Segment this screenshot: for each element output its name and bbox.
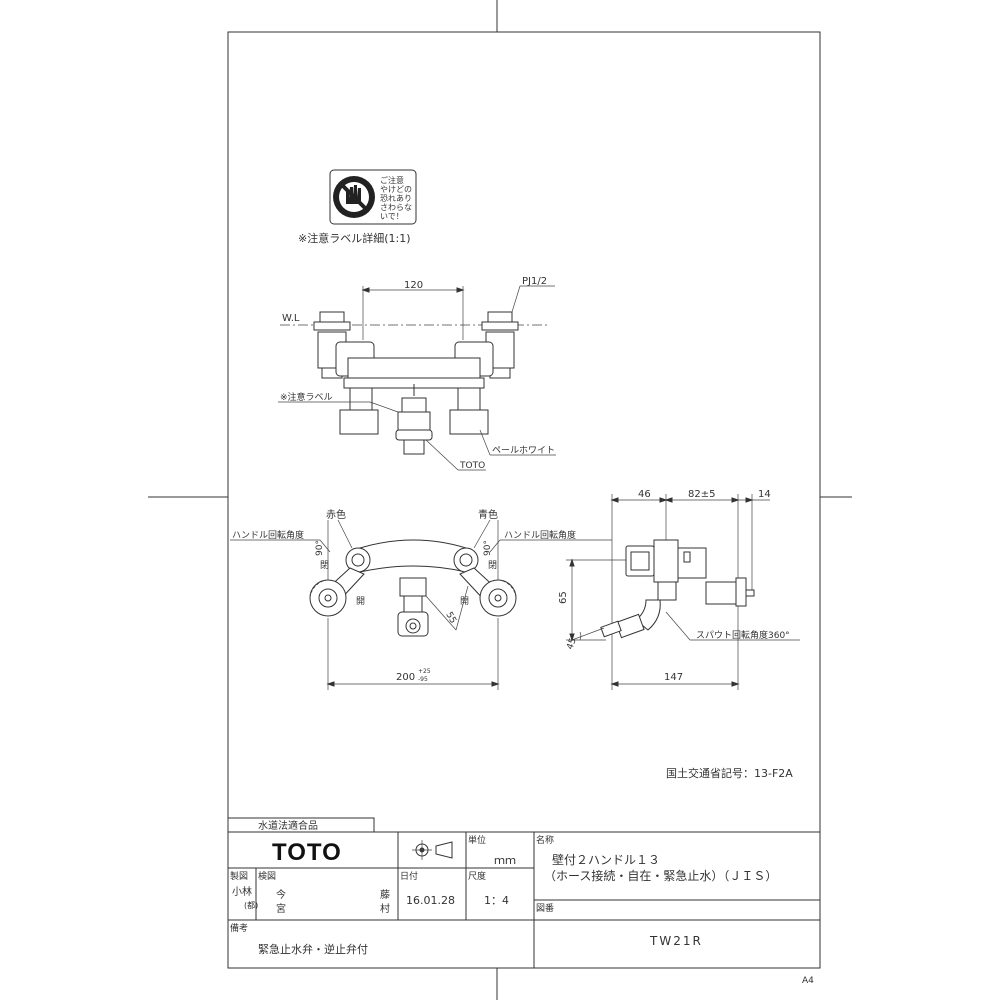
close-left: 閉 xyxy=(320,560,329,571)
side-view: 46 82±5 14 65 45° 147 スパウト回転角度360° xyxy=(558,489,800,690)
paper-size: A4 xyxy=(802,976,814,986)
date-value: 16.01.28 xyxy=(406,894,455,907)
open-right: 開 xyxy=(460,596,469,607)
drawing-no-label: 図番 xyxy=(536,902,554,914)
front-view: 120 PJ1/2 W.L ※注意ラベル xyxy=(278,276,556,471)
handle-angle-left: ハンドル回転角度 xyxy=(232,529,304,541)
angle-left: 90° xyxy=(315,540,325,556)
dim-200: 200 xyxy=(396,672,415,683)
caution-line-2: やけどの xyxy=(380,185,412,194)
checked-value-3: 藤 xyxy=(380,889,390,901)
wl-label: W.L xyxy=(282,313,300,324)
mlit-code: 国土交通省記号：13-F2A xyxy=(666,766,793,780)
dim-45: 45° xyxy=(565,633,580,651)
handle-angle-right: ハンドル回転角度 xyxy=(504,529,576,541)
drafted-stamp: (都) xyxy=(244,901,258,910)
drawing-border xyxy=(227,31,821,969)
caution-line-4: さわらな xyxy=(380,203,412,212)
notes-value: 緊急止水弁・逆止弁付 xyxy=(258,942,368,956)
caution-label: ご注意 やけどの 恐れあり さわらな いで！ xyxy=(329,169,417,225)
angle-right: 90° xyxy=(483,540,493,556)
projection-symbol-icon xyxy=(412,840,453,860)
drafted-value: 小林 xyxy=(232,885,252,898)
dim-82: 82±5 xyxy=(688,489,715,500)
scale-value: 1：4 xyxy=(484,894,509,907)
no-touch-hand-icon xyxy=(333,176,375,218)
close-right: 閉 xyxy=(488,560,497,571)
caution-line-1: ご注意 xyxy=(380,175,404,185)
pj-label: PJ1/2 xyxy=(522,276,547,287)
blue-label: 青色 xyxy=(478,508,498,521)
drafted-label: 製図 xyxy=(230,870,248,882)
dim-120: 120 xyxy=(404,280,423,291)
open-left: 開 xyxy=(356,596,365,607)
name-line-2: （ホース接続・自在・緊急止水）（ＪＩＳ） xyxy=(544,868,777,883)
red-label: 赤色 xyxy=(326,508,346,521)
dim-46: 46 xyxy=(638,489,651,500)
name-line-1: 壁付２ハンドル１３ xyxy=(552,852,660,867)
dim-147: 147 xyxy=(664,672,683,683)
caution-label-callout: ※注意ラベル xyxy=(280,391,333,403)
caution-line-5: いで！ xyxy=(380,212,404,221)
toto-brand-logo: TOTO xyxy=(272,839,342,866)
unit-label: 単位 xyxy=(468,834,486,846)
scale-label: 尺度 xyxy=(468,870,486,882)
checked-value-4: 村 xyxy=(380,902,390,915)
drawing-no-value: TW21R xyxy=(649,934,703,948)
dim-200-tol-plus: +25 xyxy=(418,668,431,675)
unit-value: ｍｍ xyxy=(494,854,516,867)
caution-line-3: 恐れあり xyxy=(380,194,412,203)
water-law-badge: 水道法適合品 xyxy=(258,819,318,832)
title-block: 水道法適合品 TOTO 単位 ｍｍ 名称 壁付２ハンドル１３ （ホース接続・自在… xyxy=(227,817,820,968)
caution-caption: ※注意ラベル詳細(1:1) xyxy=(298,231,411,245)
pale-white-callout: ペールホワイト xyxy=(492,445,555,456)
checked-label: 検図 xyxy=(258,870,276,882)
date-label: 日付 xyxy=(400,871,418,882)
top-view: 赤色 青色 ハンドル回転角度 ハンドル回転角度 90° 90° 閉 開 開 閉 … xyxy=(230,508,612,690)
dim-200-tol-minus: -95 xyxy=(418,676,428,683)
notes-label: 備考 xyxy=(230,922,248,934)
checked-value-1: 今 xyxy=(276,888,286,901)
crop-marks xyxy=(148,0,852,1000)
dim-14: 14 xyxy=(758,489,771,500)
name-label: 名称 xyxy=(536,834,554,846)
dim-55: 55 xyxy=(443,611,457,626)
dim-65: 65 xyxy=(558,591,569,604)
checked-value-2: 宮 xyxy=(276,902,286,915)
spout-angle-callout: スパウト回転角度360° xyxy=(696,629,790,641)
toto-callout: TOTO xyxy=(459,461,485,471)
